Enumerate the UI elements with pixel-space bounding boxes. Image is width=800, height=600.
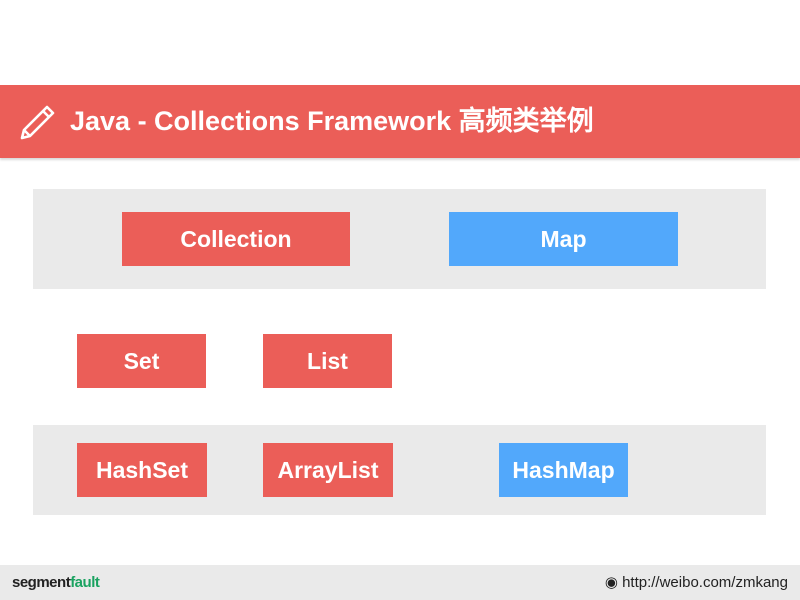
hashset-box: HashSet bbox=[77, 443, 207, 497]
pencil-icon bbox=[20, 105, 55, 140]
weibo-link[interactable]: ◉ http://weibo.com/zmkang bbox=[604, 574, 788, 591]
footer: segmentfault ◉ http://weibo.com/zmkang bbox=[0, 565, 800, 600]
collection-box: Collection bbox=[122, 212, 350, 266]
weibo-icon: ◉ bbox=[604, 574, 623, 591]
set-box: Set bbox=[77, 334, 206, 388]
page-title: Java - Collections Framework 高频类举例 bbox=[70, 106, 594, 136]
segmentfault-logo: segmentfault bbox=[12, 574, 100, 591]
arraylist-box: ArrayList bbox=[263, 443, 393, 497]
hashmap-box: HashMap bbox=[499, 443, 628, 497]
list-box: List bbox=[263, 334, 392, 388]
map-box: Map bbox=[449, 212, 678, 266]
title-bar: Java - Collections Framework 高频类举例 bbox=[0, 85, 800, 158]
